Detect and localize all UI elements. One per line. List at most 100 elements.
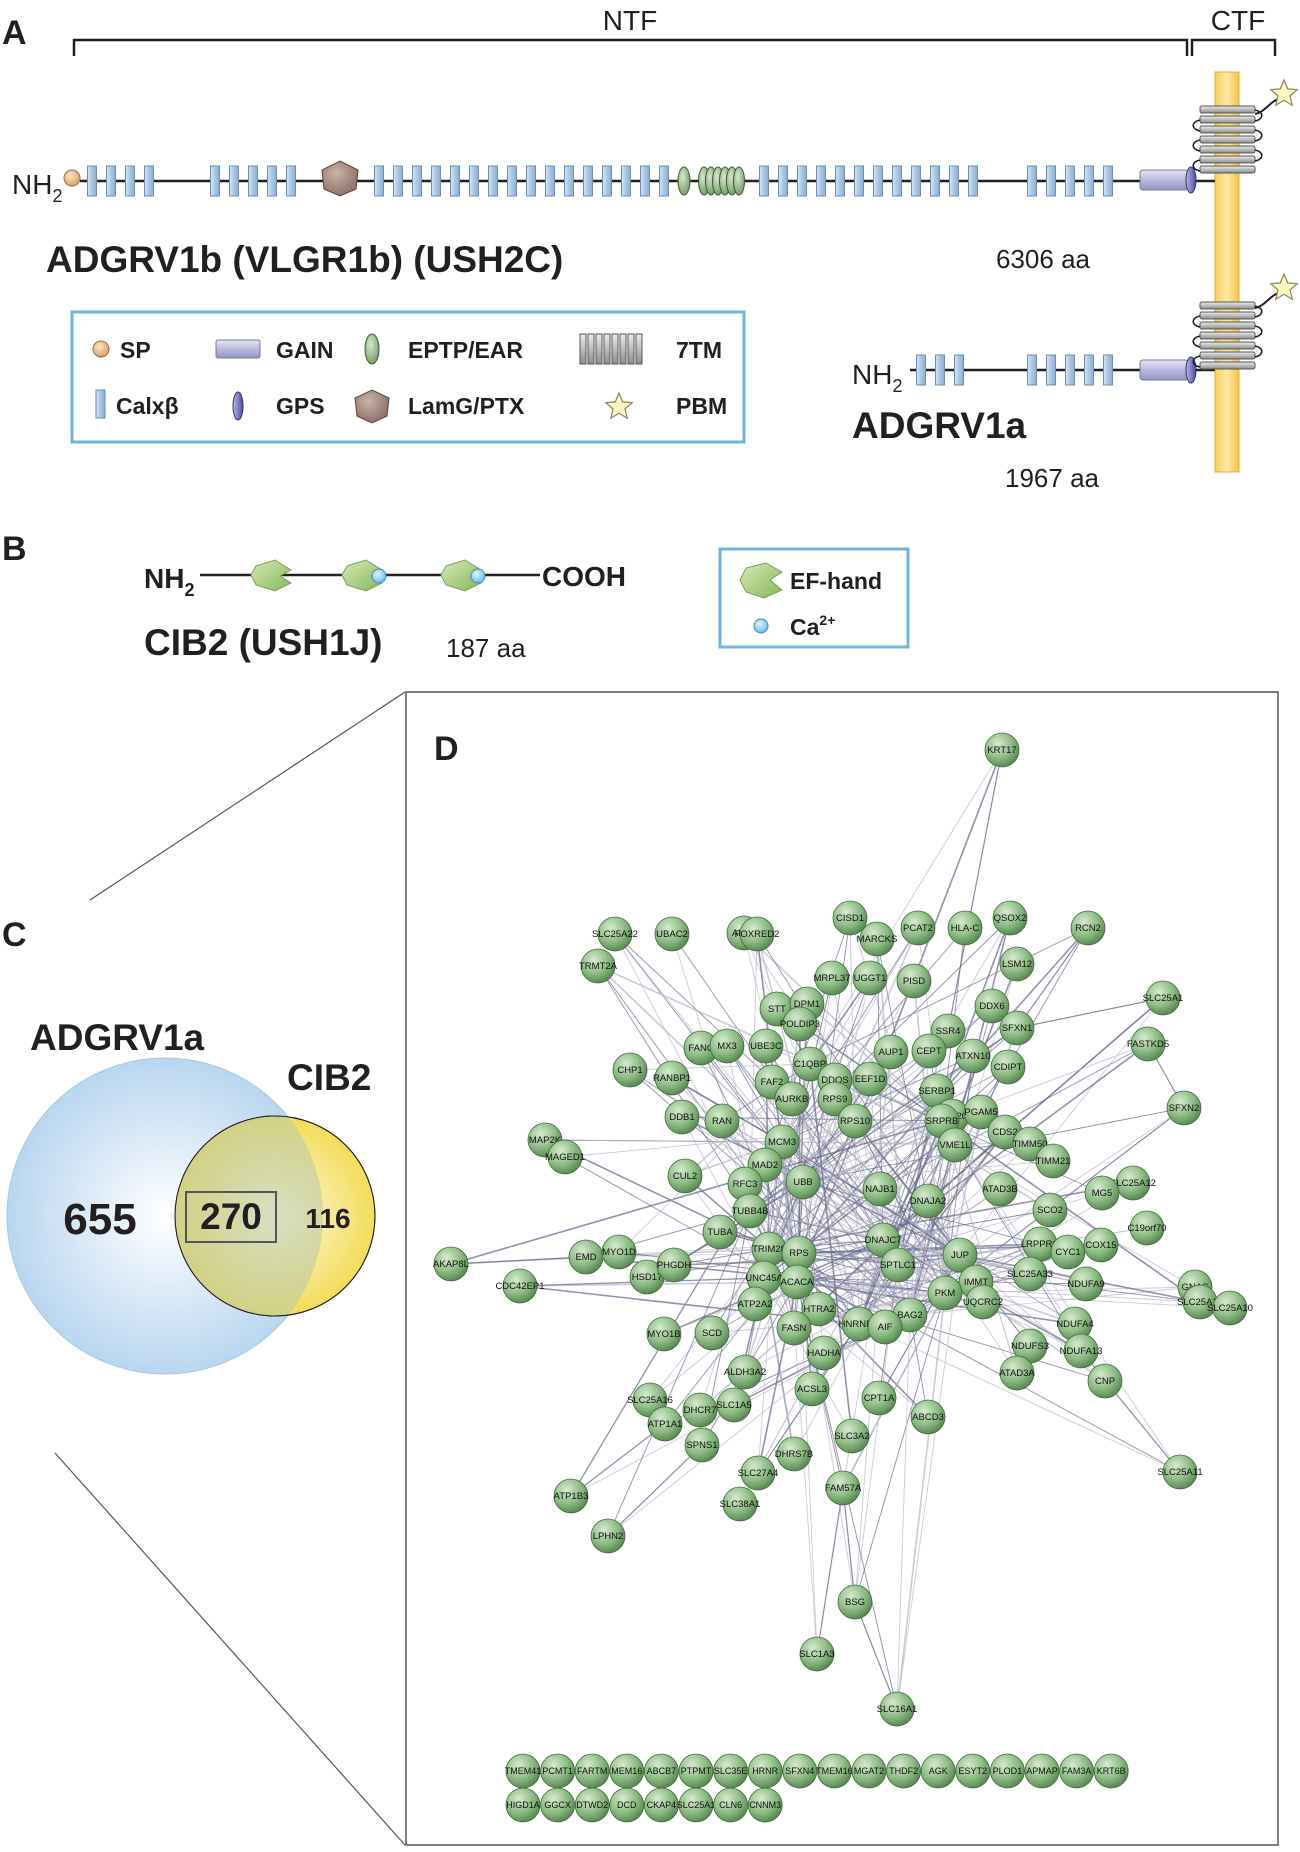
network-node: SLC25A1 — [677, 1787, 715, 1823]
network-node: SLC25A11 — [1157, 1454, 1203, 1490]
calx-beta-domain — [835, 165, 845, 197]
node-circle — [1070, 910, 1106, 946]
network-node: AIF — [867, 1309, 903, 1345]
node-label: SLC25A22 — [592, 929, 638, 940]
cib2-name: CIB2 (USH1J) — [144, 622, 383, 663]
network-node: ATP1A1 — [647, 1406, 683, 1442]
node-circle — [682, 1392, 718, 1428]
network-node: CLN6 — [713, 1787, 748, 1823]
gps-icon — [232, 391, 244, 421]
network-node: MEM16 — [609, 1753, 645, 1789]
node-circle — [732, 1193, 768, 1229]
node-label: JUP — [951, 1250, 969, 1261]
network-node: UBB — [785, 1164, 821, 1200]
node-circle — [1032, 1192, 1068, 1228]
network-edge — [947, 749, 1003, 1032]
node-label: CNNM3 — [749, 1800, 781, 1810]
node-circle — [574, 1787, 610, 1823]
node-circle — [814, 960, 850, 996]
domain-legend — [70, 310, 746, 444]
tm-helix — [1199, 125, 1256, 134]
calx-beta-domain — [1027, 165, 1037, 197]
venn-cib2-outline — [174, 1115, 376, 1317]
node-circle — [965, 1284, 1001, 1320]
tm-helix — [1199, 331, 1256, 340]
node-label: HIGD1A — [506, 1800, 540, 1810]
tm-helix — [1199, 145, 1256, 154]
calx-beta-domain — [778, 165, 788, 197]
node-label: UBE3C — [750, 1041, 782, 1052]
network-node: CDIPT — [990, 1049, 1026, 1085]
network-node: DCD — [609, 1787, 645, 1823]
network-edge — [1016, 927, 1089, 1029]
node-circle — [609, 1787, 645, 1823]
network-edge — [809, 1063, 853, 1437]
node-circle — [982, 1171, 1018, 1207]
adgrv1a-gain-domain — [1139, 359, 1189, 381]
network-node: TRIM28 — [751, 1231, 787, 1267]
calx-beta-domain — [564, 165, 574, 197]
tm-loop — [1254, 129, 1263, 142]
node-circle — [612, 1052, 648, 1088]
network-node: CKAP4 — [644, 1787, 679, 1823]
network-edge — [614, 933, 798, 1283]
tm-helix — [587, 333, 595, 365]
network-node: DHRS7B — [775, 1436, 813, 1472]
node-circle — [861, 1380, 897, 1416]
network-node: SLC25A10 — [1207, 1290, 1253, 1326]
node-circle — [664, 1099, 700, 1135]
network-edge — [809, 749, 1003, 1065]
node-circle — [739, 916, 775, 952]
network-edge — [781, 1055, 974, 1143]
network-node: FASTKD5 — [1127, 1026, 1169, 1062]
tm-helix — [635, 333, 643, 365]
network-node: PCAT2 — [900, 910, 936, 946]
node-circle — [859, 921, 895, 957]
node-label: SLC27A4 — [738, 1468, 779, 1479]
node-circle — [553, 1478, 589, 1514]
gain-icon — [215, 339, 261, 359]
node-circle — [806, 1335, 842, 1371]
network-edge — [684, 1175, 795, 1329]
node-label: MX3 — [717, 1041, 737, 1052]
node-label: SCD — [702, 1328, 722, 1339]
node-circle — [1012, 1256, 1048, 1292]
node-label: BSG — [845, 1597, 865, 1608]
node-circle — [910, 1399, 946, 1435]
network-node: SLC25A1 — [1143, 980, 1183, 1016]
node-label: MYO1D — [602, 1247, 636, 1258]
node-circle — [999, 946, 1035, 982]
node-label: MEM16 — [611, 1766, 642, 1776]
node-circle — [937, 1127, 973, 1163]
node-circle — [716, 1387, 752, 1423]
calx-beta-domain — [267, 165, 277, 197]
node-circle — [955, 1753, 991, 1789]
node-label: AURKB — [776, 1094, 809, 1105]
legend-7tm-label: 7TM — [676, 337, 722, 363]
node-label: DCD — [617, 1800, 637, 1810]
tm-helix — [1199, 301, 1256, 310]
network-node: CYC1 — [1050, 1234, 1086, 1270]
node-label: ATP1A1 — [648, 1419, 683, 1430]
node-circle — [1083, 1227, 1119, 1263]
node-circle — [825, 1470, 861, 1506]
calx-beta-domain — [1065, 354, 1075, 386]
node-label: HLA-C — [951, 923, 980, 934]
network-edge — [854, 1601, 898, 1710]
network-node: LPHN2 — [590, 1518, 626, 1554]
tm-helix — [1199, 115, 1256, 124]
legend-sp-label: SP — [120, 337, 151, 363]
network-edge — [726, 1045, 783, 1143]
network-node: FOXRED2 — [735, 916, 779, 952]
adgrv1b-sp-domain — [63, 169, 81, 187]
node-label: FASN — [782, 1323, 807, 1334]
network-edge — [544, 1139, 783, 1143]
node-circle — [776, 1436, 812, 1472]
calx-beta-domain — [930, 165, 940, 197]
calx-beta-domain — [1065, 165, 1075, 197]
network-nodes: KRT17ALG1SLC25A22UBAC2FOXRED2CISD1PCAT2M… — [433, 732, 1253, 1727]
network-node: SLC27A4 — [738, 1455, 779, 1491]
node-label: MYO1B — [647, 1329, 680, 1340]
node-circle — [1162, 1454, 1198, 1490]
tm-loop — [1254, 109, 1263, 122]
